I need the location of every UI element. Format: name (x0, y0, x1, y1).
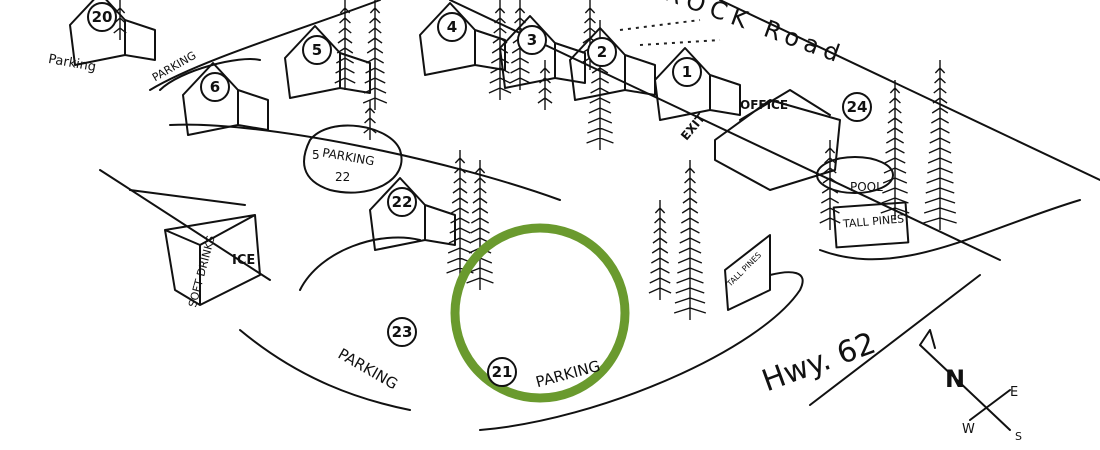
cabin-number-23: 23 (387, 317, 417, 347)
roadside-sign (724, 234, 771, 311)
pine-tree-icon (581, 0, 599, 70)
compass-s: S (1015, 430, 1022, 443)
pool-label: POOL (850, 180, 883, 194)
compass-w: W (962, 422, 975, 437)
label-parking-22-a: 5 (312, 148, 320, 162)
tall-pines-sign (832, 201, 910, 249)
ice-label: ICE (232, 253, 256, 268)
cabin-5 (284, 25, 371, 99)
cabin-number-24: 24 (842, 92, 872, 122)
dotted-path (619, 19, 701, 31)
lot-edge (479, 271, 804, 431)
highlight-circle-cabin-21 (450, 223, 630, 403)
parking-lot (303, 124, 403, 194)
pine-tree-icon (673, 160, 707, 320)
cabin-number-6: 6 (200, 72, 230, 102)
drinks-kiosk (129, 189, 261, 306)
cabin-number-20: 20 (87, 2, 117, 32)
road-edge (809, 274, 981, 406)
lot-edge (299, 236, 421, 291)
dotted-path (639, 39, 721, 46)
pool (816, 156, 894, 194)
cabin-number-2: 2 (587, 37, 617, 67)
pine-tree-icon (648, 200, 672, 300)
road-edge (719, 0, 1100, 181)
cabin-1 (654, 47, 741, 121)
cabin-number-4: 4 (437, 12, 467, 42)
cabin-3 (499, 15, 586, 89)
cabin-number-21: 21 (487, 357, 517, 387)
cabin-number-3: 3 (517, 25, 547, 55)
pine-tree-icon (880, 80, 910, 220)
pine-tree-icon (113, 0, 127, 40)
cabin-6 (182, 62, 269, 136)
compass-arrow (919, 329, 1011, 431)
cabin-20 (69, 0, 156, 66)
pine-tree-icon (363, 100, 377, 140)
road-edge (99, 169, 271, 281)
pine-tree-icon (537, 60, 553, 110)
pine-tree-icon (362, 0, 388, 110)
road-edge (239, 329, 411, 411)
cabin-number-1: 1 (672, 57, 702, 87)
pine-tree-icon (923, 60, 957, 230)
cabin-2 (569, 27, 656, 101)
road-edge (819, 199, 1081, 261)
pine-tree-icon (334, 0, 356, 90)
road-edge (169, 123, 561, 201)
compass-n: N (945, 365, 966, 393)
compass-e: E (1010, 385, 1019, 400)
road-edge (149, 0, 381, 91)
cabin-number-5: 5 (302, 35, 332, 65)
cabin-number-22: 22 (387, 187, 417, 217)
label-parking-22-c: 22 (335, 170, 351, 184)
pine-tree-icon (446, 150, 474, 280)
office-label: OFFICE (740, 98, 789, 112)
cabin-4 (419, 2, 506, 76)
pine-tree-icon (488, 0, 512, 100)
office-building (714, 89, 841, 191)
